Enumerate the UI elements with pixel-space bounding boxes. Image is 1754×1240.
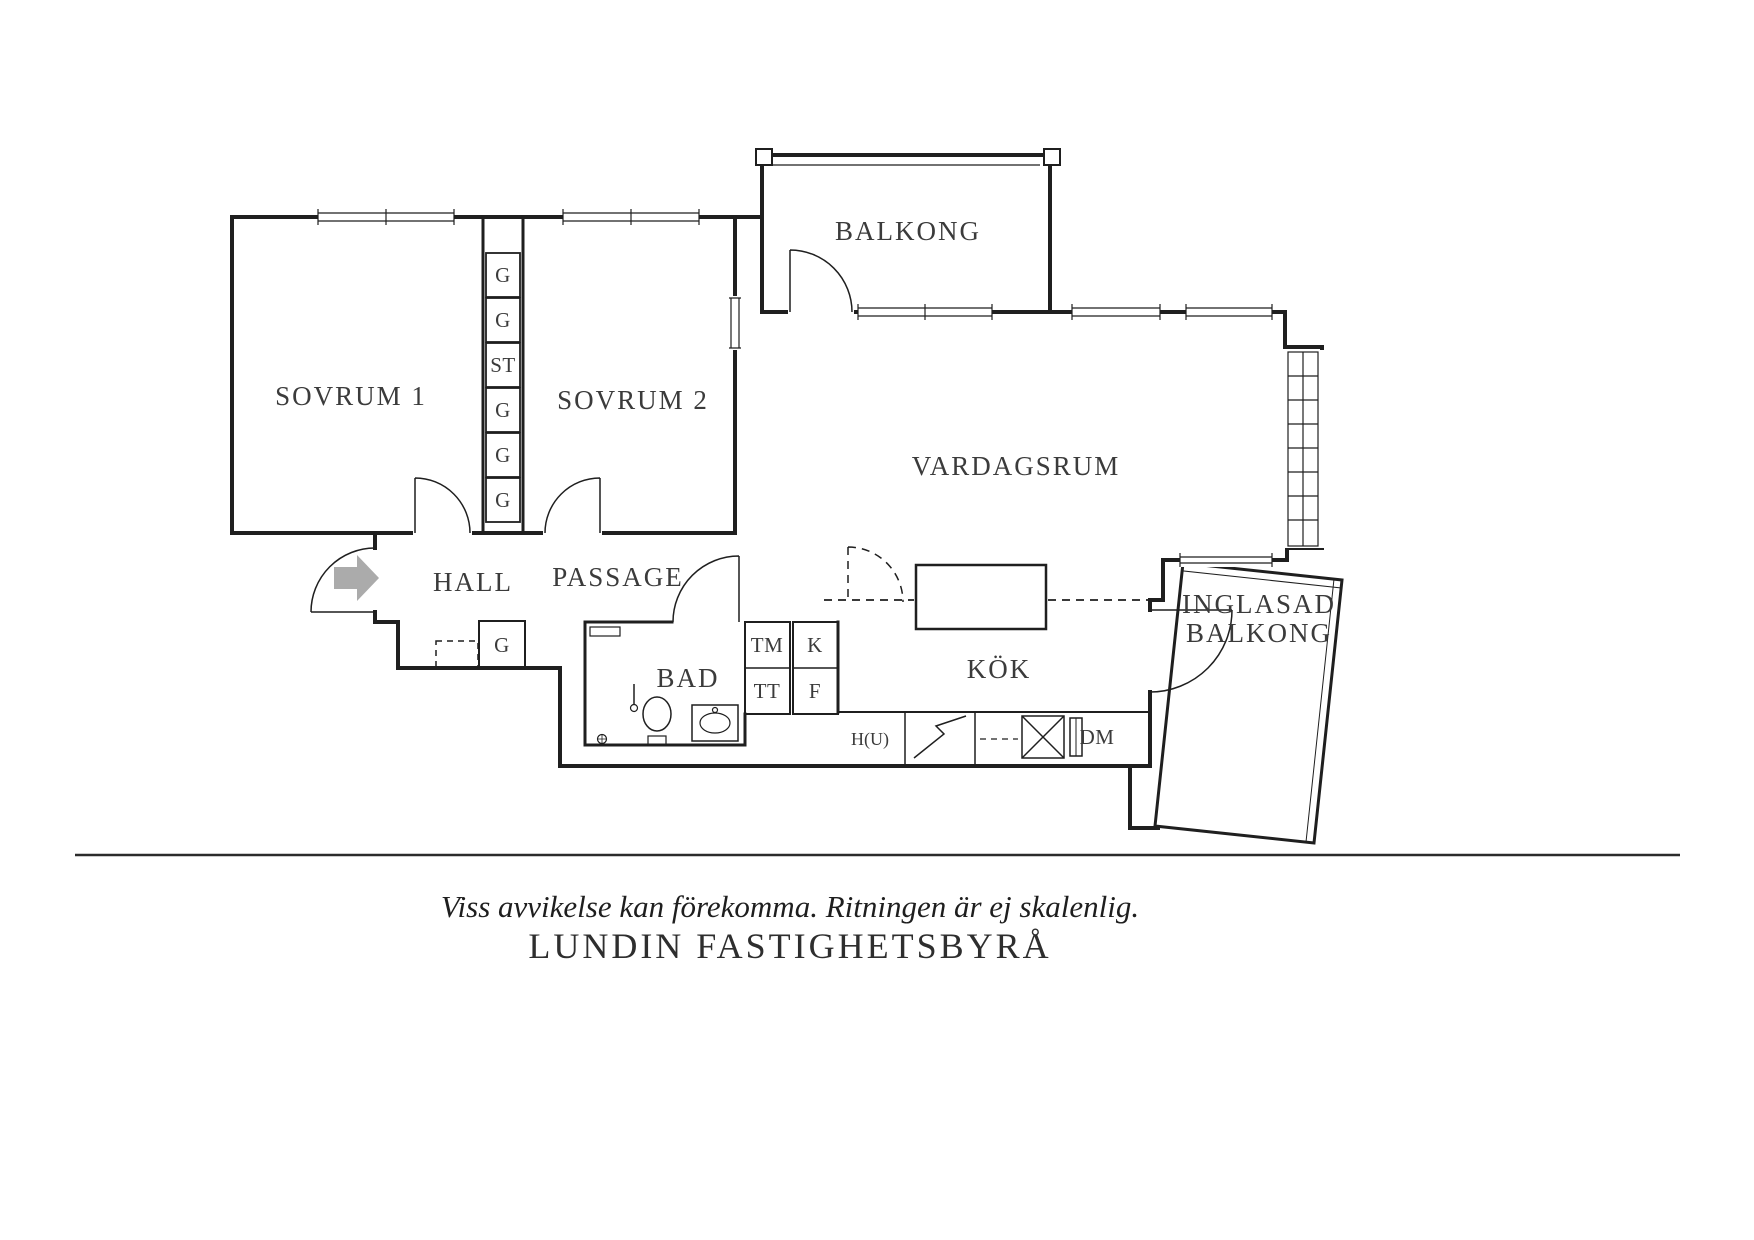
window-livingroom-1 bbox=[857, 304, 993, 320]
window-livingroom-south bbox=[1179, 553, 1273, 567]
stove-symbol bbox=[913, 715, 967, 759]
bottom-right-step-wall bbox=[1128, 764, 1160, 830]
window-livingroom-3 bbox=[1185, 304, 1273, 320]
dishwasher-symbol bbox=[1021, 715, 1083, 759]
label-f: F bbox=[809, 679, 821, 703]
fridge-column bbox=[792, 621, 839, 715]
label-wardrobe-4: G bbox=[495, 398, 511, 422]
balcony-railing-detail bbox=[755, 148, 1061, 166]
label-sovrum1: SOVRUM 1 bbox=[275, 381, 427, 411]
windows-layer bbox=[317, 148, 1324, 567]
label-sovrum2: SOVRUM 2 bbox=[557, 385, 709, 415]
label-vardagsrum: VARDAGSRUM bbox=[912, 451, 1121, 481]
label-hall: HALL bbox=[433, 567, 513, 597]
window-bedroom2 bbox=[562, 209, 700, 225]
footer-disclaimer: Viss avvikelse kan förekomma. Ritningen … bbox=[441, 889, 1139, 924]
label-inglasad-line1: INGLASAD bbox=[1182, 589, 1336, 619]
window-bedroom1 bbox=[317, 209, 455, 225]
label-kok: KÖK bbox=[967, 654, 1032, 684]
label-wardrobe-3: ST bbox=[490, 353, 516, 377]
bedroom1-door bbox=[414, 477, 471, 534]
window-bay-right bbox=[1284, 350, 1324, 548]
label-tm: TM bbox=[751, 633, 784, 657]
label-wardrobe-6: G bbox=[495, 488, 511, 512]
bedroom2-door bbox=[544, 477, 601, 534]
hall-wardrobe-box bbox=[478, 620, 526, 668]
toilet bbox=[642, 696, 672, 732]
label-wardrobe-1: G bbox=[495, 263, 511, 287]
entry-arrow-icon bbox=[334, 555, 379, 601]
hall-wardrobe-dashed bbox=[435, 640, 479, 668]
bedroom2-door-opening bbox=[543, 527, 602, 539]
balcony-door-opening bbox=[788, 306, 854, 318]
balcony-door bbox=[789, 249, 853, 313]
label-hu: H(U) bbox=[851, 729, 889, 750]
bedroom1-door-opening bbox=[413, 527, 472, 539]
kitchen-opening-dashed bbox=[824, 546, 1148, 603]
laundry-column bbox=[744, 621, 791, 715]
window-bedroom2-side bbox=[729, 296, 741, 350]
label-k: K bbox=[807, 633, 823, 657]
window-livingroom-2 bbox=[1071, 304, 1161, 320]
kitchen-counter bbox=[838, 711, 1150, 766]
label-bad: BAD bbox=[656, 663, 719, 693]
kitchen-island bbox=[914, 563, 1048, 631]
label-wardrobe-2: G bbox=[495, 308, 511, 332]
footer-company-name: LUNDIN FASTIGHETSBYRÅ bbox=[528, 926, 1051, 966]
glazed-balcony-door bbox=[1149, 609, 1233, 693]
bathroom-fixtures bbox=[589, 626, 739, 746]
label-wardrobe-5: G bbox=[495, 443, 511, 467]
bathroom-shelf bbox=[589, 626, 621, 637]
door-openings bbox=[413, 306, 1156, 690]
label-inglasad-line2: BALKONG bbox=[1186, 618, 1332, 648]
floor-drain bbox=[596, 733, 608, 745]
doors-layer bbox=[310, 249, 1233, 693]
main-outline-wall bbox=[373, 215, 1324, 768]
labels-layer: SOVRUM 1 SOVRUM 2 BALKONG VARDAGSRUM HAL… bbox=[275, 216, 1336, 750]
label-hall-wardrobe: G bbox=[494, 633, 510, 657]
walls-layer bbox=[230, 153, 1344, 845]
footer: Viss avvikelse kan förekomma. Ritningen … bbox=[75, 853, 1680, 966]
glazed-balcony-glazing-right bbox=[1305, 578, 1335, 843]
glazed-balcony-wall bbox=[1153, 561, 1344, 845]
label-passage: PASSAGE bbox=[552, 562, 684, 592]
entry-door bbox=[310, 547, 376, 613]
label-balkong: BALKONG bbox=[835, 216, 981, 246]
fixtures-layer bbox=[435, 252, 1150, 766]
glazed-balcony-door-opening bbox=[1144, 612, 1156, 690]
label-tt: TT bbox=[754, 679, 781, 703]
wardrobe-column bbox=[485, 252, 521, 523]
sink bbox=[691, 704, 739, 742]
label-dm: DM bbox=[1080, 725, 1115, 749]
bathroom-door bbox=[672, 555, 740, 623]
glazed-balcony-glazing-top bbox=[1183, 570, 1342, 589]
